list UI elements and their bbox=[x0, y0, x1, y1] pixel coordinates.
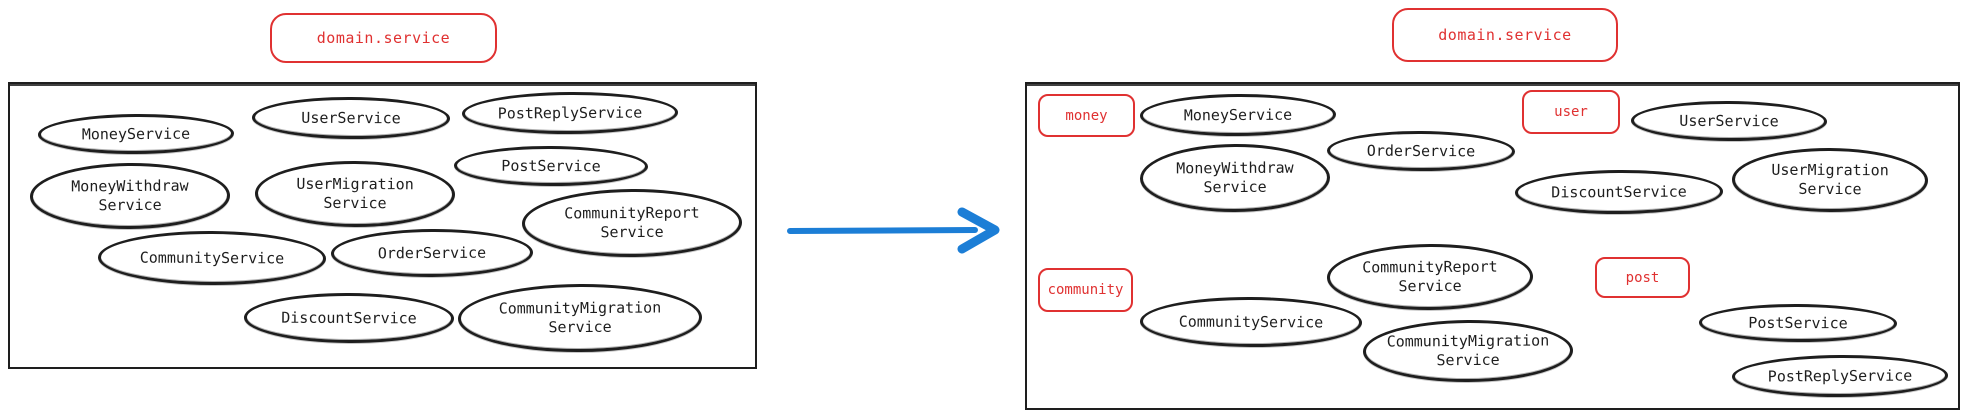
left-package-rect: domain.service bbox=[270, 13, 497, 63]
right-package-rect: domain.service bbox=[1392, 8, 1618, 62]
group-label-community: community bbox=[1038, 268, 1133, 312]
left-package-label: domain.service bbox=[316, 29, 451, 47]
group-label-user: user bbox=[1522, 90, 1620, 134]
group-label-post: post bbox=[1595, 257, 1690, 298]
service-ellipse-usermigrationservice: UserMigration Service bbox=[1731, 147, 1929, 213]
group-label-money: money bbox=[1038, 94, 1135, 137]
right-package-label: domain.service bbox=[1438, 26, 1572, 44]
